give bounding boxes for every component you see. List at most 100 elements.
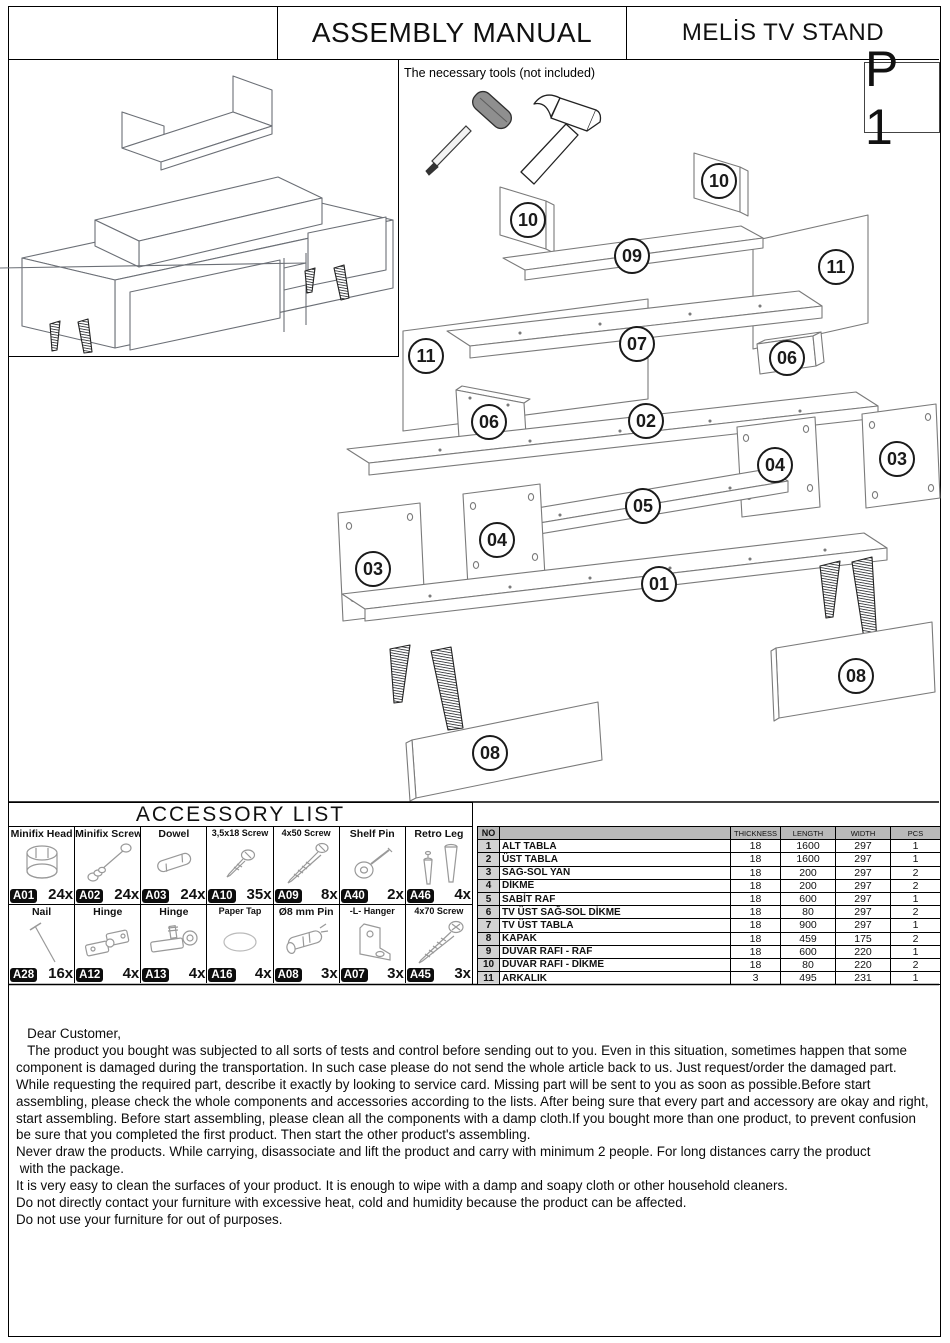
cell-width: 297 xyxy=(835,918,891,933)
cell-name: SABİT RAF xyxy=(499,891,731,907)
cell-length: 1600 xyxy=(780,852,836,867)
paper-tap-icon xyxy=(223,932,257,952)
retro-leg-icon xyxy=(423,843,458,885)
cell-thickness: 18 xyxy=(730,944,781,959)
leg-shapes xyxy=(389,556,878,731)
accessory-qty: 4x xyxy=(188,965,206,982)
cell-thickness: 18 xyxy=(730,905,781,920)
part-callout-08-right: 08 xyxy=(838,658,874,694)
cell-pcs: 1 xyxy=(890,839,941,854)
accessory-name: Dowel xyxy=(158,828,190,840)
cell-pcs: 2 xyxy=(890,878,941,893)
screw-xl-icon xyxy=(418,920,464,964)
l-hanger-icon xyxy=(359,923,391,961)
cell-name: ALT TABLA xyxy=(499,839,731,854)
accessory-name: -L- Hanger xyxy=(349,906,395,916)
accessory-code-badge: A02 xyxy=(76,889,104,903)
part-callout-06-left: 06 xyxy=(471,404,507,440)
product-name: MELİS TV STAND xyxy=(681,18,885,46)
accessory-qty: 24x xyxy=(114,886,140,903)
screwdriver-icon xyxy=(425,90,512,176)
minifix-screw-icon xyxy=(87,843,132,882)
part-callout-04-right: 04 xyxy=(757,447,793,483)
cell-width: 297 xyxy=(835,865,891,880)
cell-width: 175 xyxy=(835,931,891,946)
part-callout-01: 01 xyxy=(641,566,677,602)
cell-thickness: 18 xyxy=(730,931,781,946)
dowel-icon xyxy=(156,852,192,873)
page-title: ASSEMBLY MANUAL xyxy=(277,6,627,59)
customer-note-paragraph: Never draw the products. While carrying,… xyxy=(16,1144,871,1177)
accessory-qty: 4x xyxy=(122,965,140,982)
col-header-pcs: PCS xyxy=(890,825,941,841)
col-header-length: LENGTH xyxy=(780,825,836,841)
cell-no: 7 xyxy=(477,918,500,933)
cell-pcs: 1 xyxy=(890,852,941,867)
cell-name: KAPAK xyxy=(499,931,731,946)
cell-thickness: 18 xyxy=(730,865,781,880)
accessory-name: Paper Tap xyxy=(218,906,262,916)
cell-name: TV ÜST TABLA xyxy=(499,918,731,933)
customer-note-paragraph: The product you bought was subjected to … xyxy=(16,1042,933,1143)
cell-thickness: 18 xyxy=(730,957,781,973)
cell-pcs: 2 xyxy=(890,905,941,920)
accessory-code-badge: A07 xyxy=(340,968,368,982)
cell-width: 220 xyxy=(835,944,891,959)
accessory-qty: 24x xyxy=(180,886,206,903)
cell-name: SAĞ-SOL YAN xyxy=(499,865,731,880)
customer-note-paragraph: Do not use your furniture for out of pur… xyxy=(16,1211,283,1227)
accessory-name: Retro Leg xyxy=(414,828,464,840)
cell-pcs: 2 xyxy=(890,931,941,946)
cell-length: 600 xyxy=(780,944,836,959)
part-callout-10-left: 10 xyxy=(510,202,546,238)
cell-no: 8 xyxy=(477,931,500,946)
cell-name: ÜST TABLA xyxy=(499,852,731,867)
accessory-qty: 3x xyxy=(454,965,471,982)
accessory-code-badge: A13 xyxy=(142,968,170,982)
accessory-qty: 35x xyxy=(246,886,272,903)
cell-name: DUVAR RAFI - DİKME xyxy=(499,957,731,973)
part-callout-02: 02 xyxy=(628,403,664,439)
part-callout-11-right: 11 xyxy=(818,249,854,285)
part-01-shape xyxy=(341,532,888,622)
customer-note-paragraph: It is very easy to clean the surfaces of… xyxy=(16,1178,788,1194)
cell-name: ARKALIK xyxy=(499,971,731,986)
accessory-qty: 2x xyxy=(387,886,404,903)
dowel-anchor-icon xyxy=(286,923,329,955)
cell-width: 297 xyxy=(835,905,891,920)
cell-no: 6 xyxy=(477,905,500,920)
cell-width: 297 xyxy=(835,878,891,893)
cell-thickness: 18 xyxy=(730,852,781,867)
page-number: P 1 xyxy=(864,41,940,155)
accessory-code-badge: A09 xyxy=(274,889,302,903)
accessory-name: 3,5x18 Screw xyxy=(211,828,269,838)
cell-thickness: 18 xyxy=(730,839,781,854)
cell-length: 200 xyxy=(780,865,836,880)
hinge-icon xyxy=(84,929,129,957)
part-callout-10-right: 10 xyxy=(701,163,737,199)
accessory-name: Ø8 mm Pin xyxy=(278,906,334,918)
tv-stand-drawing xyxy=(0,176,394,354)
col-header-width: WIDTH xyxy=(835,825,891,841)
part-callout-09: 09 xyxy=(614,238,650,274)
part-callout-06-right: 06 xyxy=(769,340,805,376)
part-callout-11-left: 11 xyxy=(408,338,444,374)
minifix-head-icon xyxy=(25,845,58,879)
page-border xyxy=(8,6,941,1337)
cell-width: 297 xyxy=(835,852,891,867)
